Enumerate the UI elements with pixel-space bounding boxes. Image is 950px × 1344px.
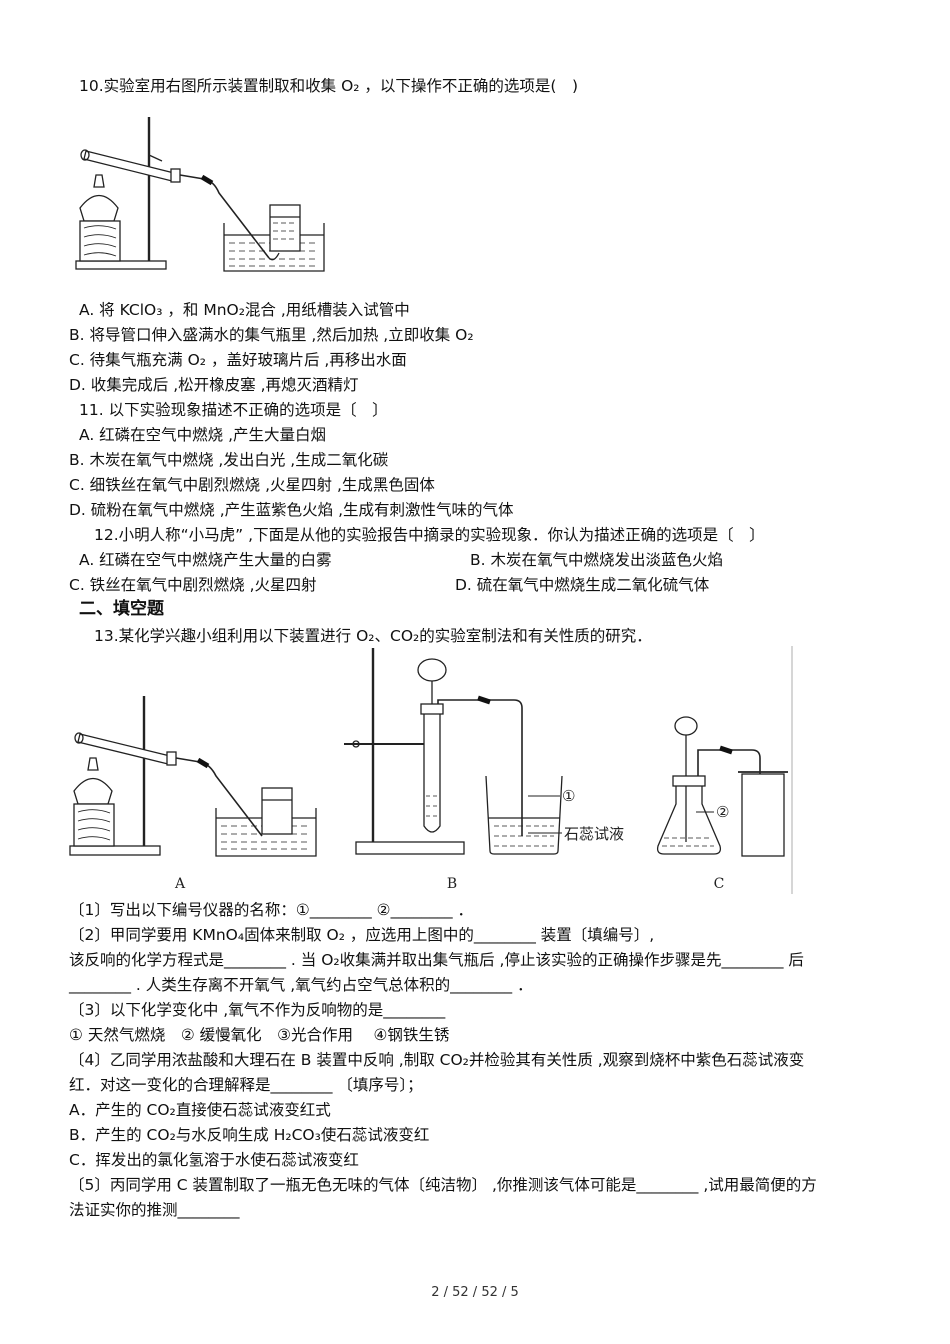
q10-stem: 10.实验室用右图所示装置制取和收集 O₂ ，以下操作不正确的选项是( ) [79, 77, 579, 95]
q10-option-a: A. 将 KClO₃ ，和 MnO₂混合 ,用纸槽装入试管中 [79, 301, 410, 319]
q13-part5-line2: 法证实你的推测________ [69, 1201, 240, 1219]
q10-apparatus-figure [74, 113, 334, 278]
section-title: 二、填空题 [79, 599, 164, 619]
page-footer: 2 / 52 / 52 / 5 [431, 1285, 519, 1300]
fig-label-c: C [714, 876, 725, 892]
q11-option-b: B. 木炭在氧气中燃烧 ,发出白光 ,生成二氧化碳 [69, 451, 389, 469]
q13-part4-option-b: B．产生的 CO₂与水反响生成 H₂CO₃使石蕊试液变红 [69, 1126, 430, 1144]
q13-part2-line3: ________ . 人类生存离不开氧气 ,氧气约占空气总体积的________… [69, 976, 533, 994]
q12-option-d: D. 硫在氧气中燃烧生成二氧化硫气体 [455, 576, 710, 594]
fig-litmus-label: 石蕊试液 [564, 825, 624, 843]
fig-label-a: A [174, 876, 186, 892]
q13-part4-line1: 〔4〕乙同学用浓盐酸和大理石在 B 装置中反响 ,制取 CO₂并检验其有关性质 … [69, 1051, 805, 1069]
q12-stem: 12.小明人称“小马虎” ,下面是从他的实验报告中摘录的实验现象．你认为描述正确… [94, 526, 765, 544]
fig-label-b: B [447, 876, 457, 892]
q13-stem: 13.某化学兴趣小组利用以下装置进行 O₂、CO₂的实验室制法和有关性质的研究． [94, 627, 652, 645]
q11-option-d: D. 硫粉在氧气中燃烧 ,产生蓝紫色火焰 ,生成有刺激性气味的气体 [69, 501, 514, 519]
q12-option-c: C. 铁丝在氧气中剧烈燃烧 ,火星四射 [69, 576, 317, 594]
fig-mark-1: ① [562, 787, 575, 805]
q13-part4-line2: 红．对这一变化的合理解释是________ 〔填序号〕； [69, 1076, 423, 1094]
q13-part4-option-a: A．产生的 CO₂直接使石蕊试液变红式 [69, 1101, 331, 1119]
q13-part5-line1: 〔5〕丙同学用 C 装置制取了一瓶无色无味的气体〔纯洁物〕 ,你推测该气体可能是… [69, 1176, 817, 1194]
q13-part4-option-c: C．挥发出的氯化氢溶于水使石蕊试液变红 [69, 1151, 359, 1169]
q12-option-b: B. 木炭在氧气中燃烧发出淡蓝色火焰 [470, 551, 723, 569]
q10-option-d: D. 收集完成后 ,松开橡皮塞 ,再熄灭酒精灯 [69, 376, 359, 394]
q10-option-b: B. 将导管口伸入盛满水的集气瓶里 ,然后加热 ,立即收集 O₂ [69, 326, 474, 344]
q13-apparatus-figure: A B C ① 石蕊试液 ② [66, 646, 796, 894]
q10-option-c: C. 待集气瓶充满 O₂ ，盖好玻璃片后 ,再移出水面 [69, 351, 407, 369]
q11-option-a: A. 红磷在空气中燃烧 ,产生大量白烟 [79, 426, 327, 444]
q11-stem: 11. 以下实验现象描述不正确的选项是〔 〕 [79, 401, 388, 419]
q13-part3-line1: 〔3〕以下化学变化中 ,氧气不作为反响物的是________ [69, 1001, 446, 1019]
q13-part2-line1: 〔2〕甲同学要用 KMnO₄固体来制取 O₂ ，应选用上图中的________ … [69, 926, 655, 944]
q13-part1: 〔1〕写出以下编号仪器的名称：①________ ②________ ． [69, 901, 474, 919]
q11-option-c: C. 细铁丝在氧气中剧烈燃烧 ,火星四射 ,生成黑色固体 [69, 476, 435, 494]
q13-part2-line2: 该反响的化学方程式是________ . 当 O₂收集满并取出集气瓶后 ,停止该… [69, 951, 804, 969]
q12-option-a: A. 红磷在空气中燃烧产生大量的白雾 [79, 551, 332, 569]
fig-mark-2: ② [716, 803, 729, 821]
q13-part3-line2: ① 天然气燃烧 ② 缓慢氧化 ③光合作用 ④钢铁生锈 [69, 1026, 450, 1044]
